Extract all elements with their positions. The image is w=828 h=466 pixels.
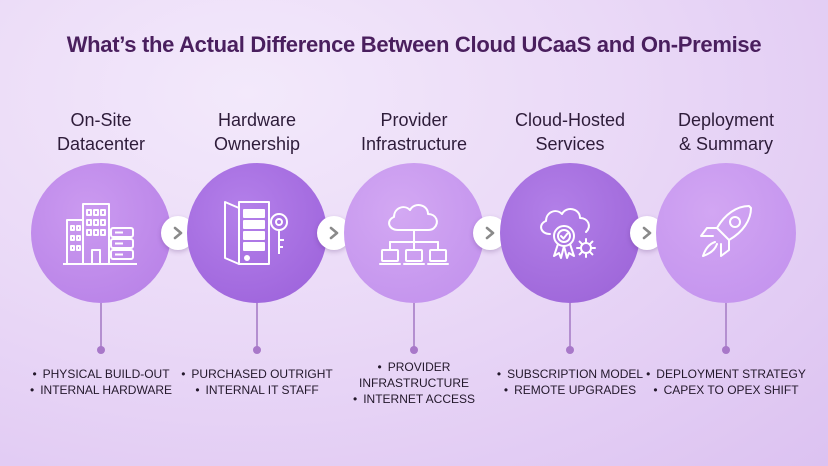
connector-dot xyxy=(566,346,574,354)
cloud-badge-gear-icon xyxy=(540,208,596,259)
step-heading-line2: Infrastructure xyxy=(360,134,468,154)
connector-dot xyxy=(97,346,105,354)
step-cloud-hosted-services: Cloud-Hosted Services SUBSCRIPTION MODEL… xyxy=(490,0,650,466)
step-heading-line1: Hardware xyxy=(217,110,297,130)
step-heading-line1: On-Site xyxy=(70,110,132,130)
list-item: CAPEX TO OPEX SHIFT xyxy=(646,382,806,398)
step-circle xyxy=(31,163,171,303)
page-title: What’s the Actual Difference Between Clo… xyxy=(66,32,762,57)
server-key-icon xyxy=(224,201,288,265)
list-item: REMOTE UPGRADES xyxy=(490,382,650,398)
step-heading: Provider Infrastructure xyxy=(334,108,494,156)
cloud-network-icon xyxy=(379,204,449,265)
connector-dot xyxy=(410,346,418,354)
bullet-list: PROVIDER INFRASTRUCTURE INTERNET ACCESS xyxy=(334,359,494,407)
connector-line xyxy=(413,303,415,349)
step-circle xyxy=(344,163,484,303)
step-heading-line2: & Summary xyxy=(678,134,774,154)
connector-line xyxy=(725,303,727,349)
step-heading-line2: Ownership xyxy=(213,134,301,154)
list-item: SUBSCRIPTION MODEL xyxy=(490,366,650,382)
step-heading-line2: Services xyxy=(535,134,605,154)
list-item: PHYSICAL BUILD-OUT xyxy=(21,366,181,382)
bullet-list: PHYSICAL BUILD-OUT INTERNAL HARDWARE xyxy=(21,366,181,398)
step-heading-line1: Cloud-Hosted xyxy=(514,110,626,130)
rocket-icon xyxy=(700,205,752,257)
connector-dot xyxy=(722,346,730,354)
list-item: INTERNET ACCESS xyxy=(334,391,494,407)
list-item: INTERNAL IT STAFF xyxy=(177,382,337,398)
step-circle xyxy=(500,163,640,303)
step-heading: Cloud-Hosted Services xyxy=(490,108,650,156)
list-item: PURCHASED OUTRIGHT xyxy=(177,366,337,382)
step-heading-line1: Provider xyxy=(380,110,448,130)
bullet-list: DEPLOYMENT STRATEGY CAPEX TO OPEX SHIFT xyxy=(646,366,806,398)
step-circle xyxy=(187,163,327,303)
bullet-list: SUBSCRIPTION MODEL REMOTE UPGRADES xyxy=(490,366,650,398)
step-heading: Deployment & Summary xyxy=(646,108,806,156)
step-circle xyxy=(656,163,796,303)
connector-line xyxy=(256,303,258,349)
step-heading-line2: Datacenter xyxy=(56,134,146,154)
connector-line xyxy=(100,303,102,349)
step-heading: Hardware Ownership xyxy=(177,108,337,156)
step-provider-infrastructure: Provider Infrastructure PROVIDER INFRAST… xyxy=(334,0,494,466)
list-item: INTERNAL HARDWARE xyxy=(21,382,181,398)
list-item: DEPLOYMENT STRATEGY xyxy=(646,366,806,382)
step-hardware-ownership: Hardware Ownership PURCHASED OUTRIGHT IN… xyxy=(177,0,337,466)
step-heading: On-Site Datacenter xyxy=(21,108,181,156)
list-item: PROVIDER INFRASTRUCTURE xyxy=(334,359,494,391)
bullet-list: PURCHASED OUTRIGHT INTERNAL IT STAFF xyxy=(177,366,337,398)
connector-dot xyxy=(253,346,261,354)
step-deployment-summary: Deployment & Summary DEPLOYMENT STRATEGY… xyxy=(646,0,806,466)
connector-line xyxy=(569,303,571,349)
step-on-site-datacenter: On-Site Datacenter PHYSICAL BUILD-OUT IN… xyxy=(21,0,181,466)
datacenter-icon xyxy=(63,203,137,265)
step-heading-line1: Deployment xyxy=(677,110,775,130)
